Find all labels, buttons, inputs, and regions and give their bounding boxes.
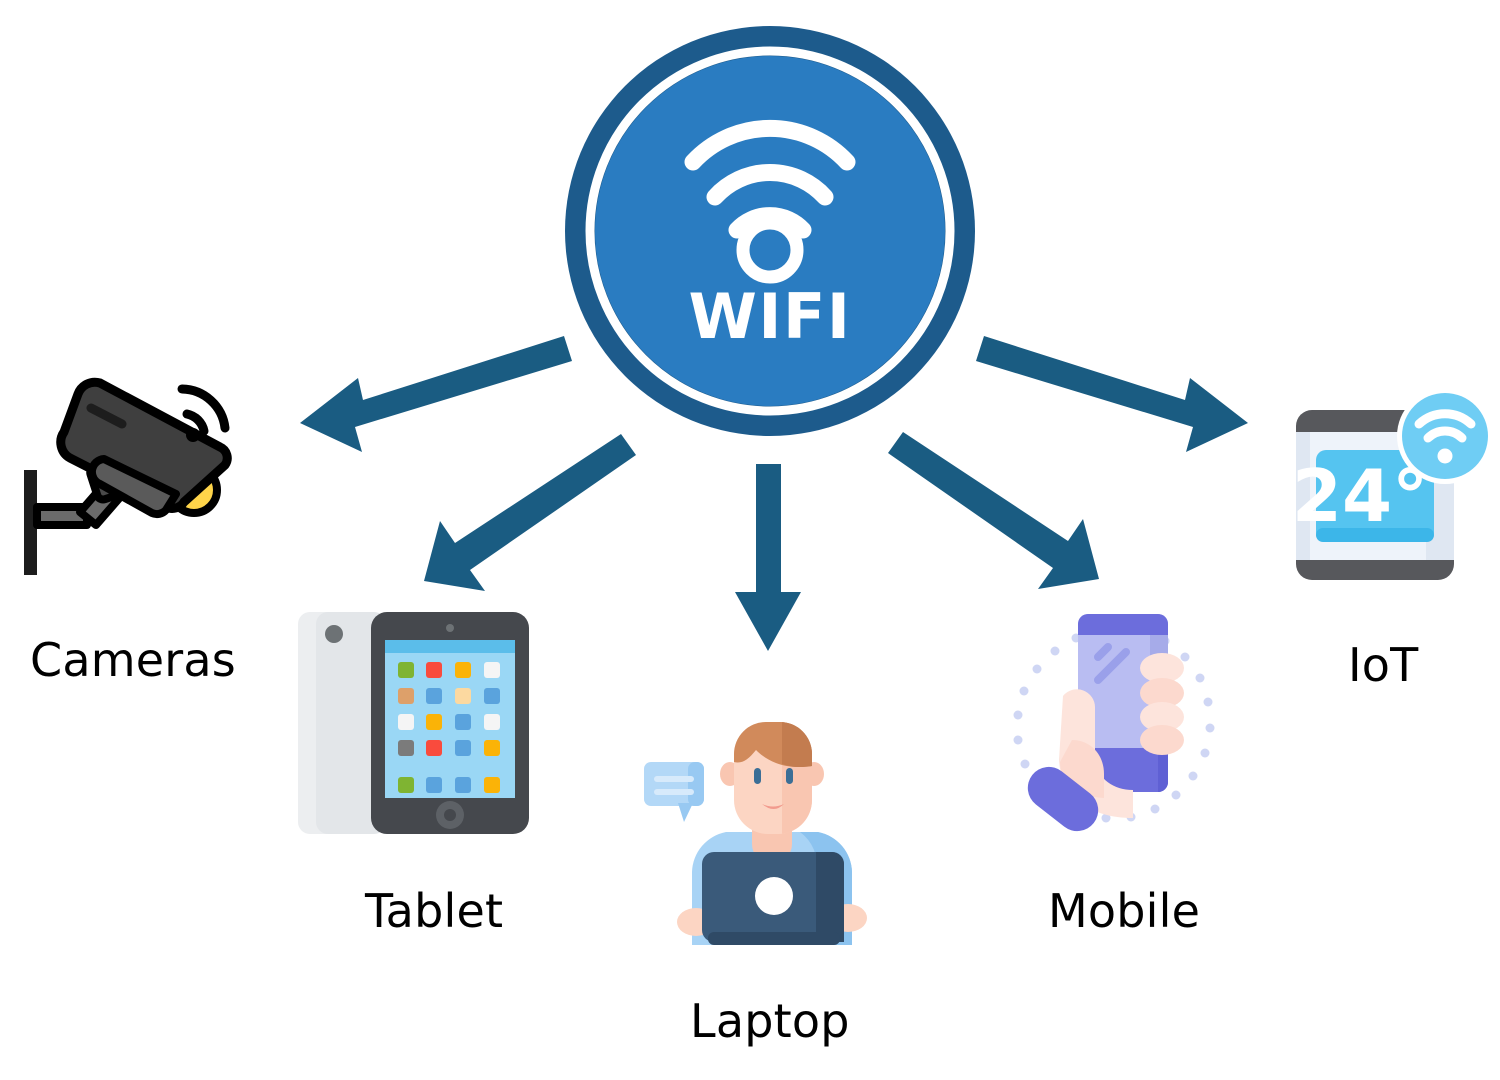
iot-wifi-icon <box>1414 409 1476 443</box>
arrow-hub-to-laptop <box>735 464 801 651</box>
person-eye-left <box>754 768 761 784</box>
wifi-icon <box>684 119 856 239</box>
tablet-icon <box>298 612 529 834</box>
wifi-badge <box>1402 393 1488 479</box>
wifi-hub-graphic <box>565 26 975 436</box>
chat-bubble-icon <box>644 762 704 822</box>
camera-wifi-icon <box>177 384 230 436</box>
label-tablet: Tablet <box>365 884 504 938</box>
security-camera-icon <box>24 377 232 575</box>
person-mouth <box>762 804 784 809</box>
wifi-dot <box>754 234 786 266</box>
person-with-laptop-icon <box>644 722 867 945</box>
wifi-hub[interactable]: WIFI <box>561 22 979 440</box>
smart-thermostat-icon: 24° <box>1292 388 1493 580</box>
person-hair-shadow <box>780 722 812 768</box>
thermostat-bezel-left <box>1296 432 1310 560</box>
thermostat-screen <box>1316 450 1434 542</box>
phone-screen-glare <box>1094 643 1130 684</box>
node-cameras[interactable] <box>8 362 258 587</box>
label-cameras: Cameras <box>30 633 236 687</box>
thermostat-temperature: 24° <box>1292 454 1428 538</box>
hub-white-ring <box>585 46 955 416</box>
tablet-back-camera <box>325 625 343 643</box>
camera-body-lower <box>87 455 180 519</box>
tablet-statusbar <box>385 640 515 653</box>
hub-inner-disc <box>595 56 945 406</box>
label-iot: IoT <box>1348 638 1419 692</box>
hand-sleeve <box>1027 766 1099 832</box>
node-mobile[interactable] <box>1010 600 1220 850</box>
arrow-hub-to-tablet <box>424 434 636 591</box>
hand-holding-phone-icon <box>1013 614 1215 832</box>
camera-arm-horizontal <box>33 503 91 529</box>
camera-wall-plate <box>24 470 37 575</box>
laptop-screen-shadow <box>816 852 844 942</box>
camera-slot <box>86 403 127 429</box>
tablet-home-button-inner <box>444 809 456 821</box>
wifi-dot-ring <box>736 216 804 284</box>
label-mobile: Mobile <box>1048 884 1201 938</box>
thermostat-screen-shadow <box>1316 528 1434 542</box>
phone-bottom-band-shadow <box>1158 748 1168 792</box>
arrow-hub-to-iot <box>976 336 1248 452</box>
arrow-hub-to-cameras <box>300 336 572 452</box>
node-tablet[interactable] <box>292 604 542 844</box>
phone-top-band <box>1078 614 1168 635</box>
tablet-app-grid <box>398 662 500 793</box>
person-eye-right <box>786 768 793 784</box>
node-laptop[interactable] <box>630 700 880 945</box>
tablet-back-inner <box>316 612 386 834</box>
label-laptop: Laptop <box>690 994 850 1048</box>
tablet-front-camera <box>446 624 454 632</box>
laptop-base <box>708 932 840 945</box>
node-iot[interactable]: 24° <box>1282 388 1497 593</box>
laptop-logo <box>755 877 793 915</box>
iot-wifi-dot <box>1437 448 1453 464</box>
hand-fingers <box>1140 653 1184 755</box>
camera-wifi-dot <box>186 428 200 442</box>
hub-label: WIFI <box>688 280 852 353</box>
arrow-hub-to-mobile <box>888 432 1099 589</box>
